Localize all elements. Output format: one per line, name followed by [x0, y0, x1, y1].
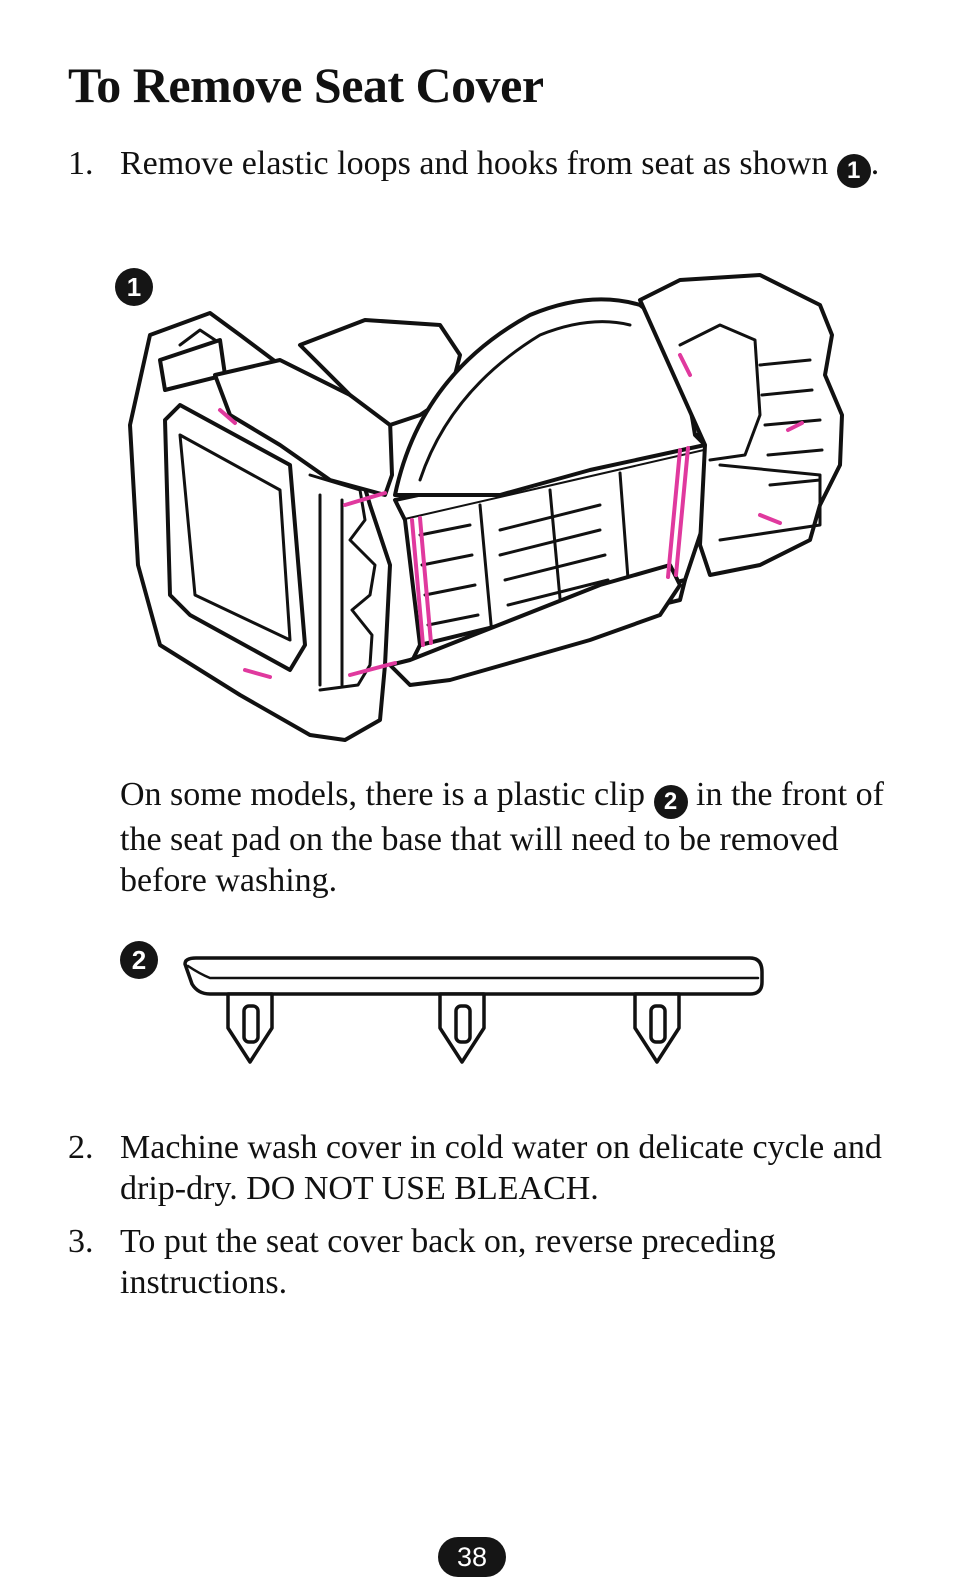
- note-paragraph: On some models, there is a plastic clip …: [120, 774, 900, 901]
- figure-ref-badge: 2: [653, 785, 688, 819]
- note-text: On some models, there is a plastic clip: [120, 776, 645, 813]
- step-number: 1.: [68, 145, 94, 182]
- booster-seat-underside-icon: [128, 273, 844, 742]
- step-3: 3. To put the seat cover back on, revers…: [68, 1221, 888, 1303]
- step-text: Machine wash cover in cold water on deli…: [120, 1129, 882, 1207]
- step-text: Remove elastic loops and hooks from seat…: [120, 145, 829, 182]
- step-1: 1. Remove elastic loops and hooks from s…: [68, 143, 888, 188]
- page-number: 38: [438, 1537, 506, 1577]
- figure-ref-badge: 1: [836, 154, 871, 188]
- step-2: 2. Machine wash cover in cold water on d…: [68, 1127, 888, 1209]
- figure-2-badge: 2: [120, 941, 158, 979]
- step-number: 3.: [68, 1223, 94, 1260]
- step-number: 2.: [68, 1129, 94, 1166]
- step-text-end: .: [870, 145, 880, 182]
- plastic-clip-icon: [183, 956, 764, 1064]
- step-text: To put the seat cover back on, reverse p…: [120, 1223, 776, 1301]
- note-text-end: in the front of the seat pad on the base…: [120, 776, 884, 899]
- page-title: To Remove Seat Cover: [68, 57, 544, 113]
- figure-1-badge: 1: [115, 268, 153, 306]
